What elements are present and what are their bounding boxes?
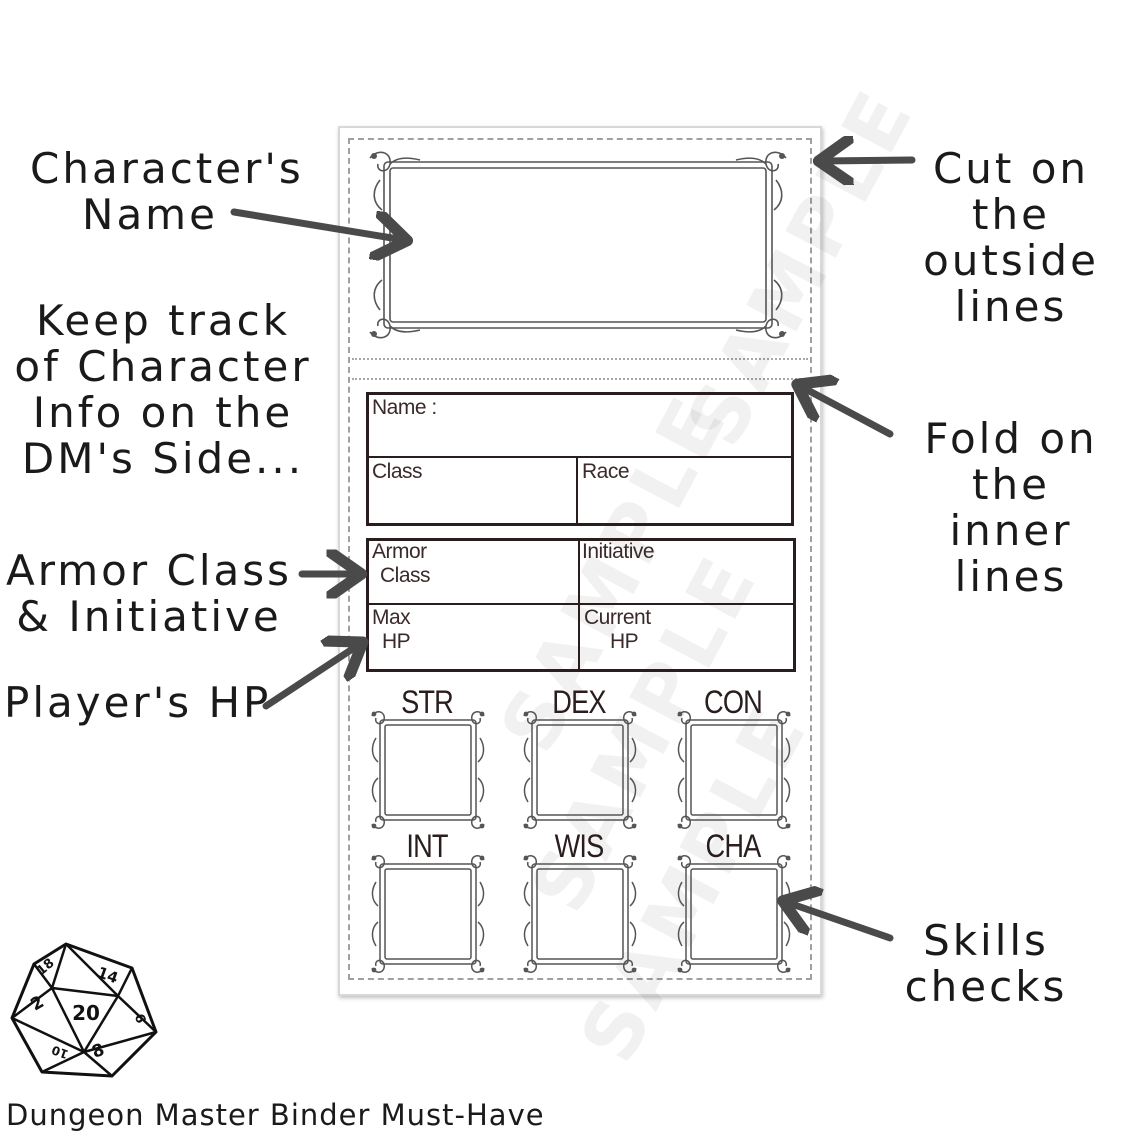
armor-class-line: Class bbox=[380, 564, 431, 587]
callout-line: checks bbox=[904, 962, 1068, 1011]
stat-label-wis: WIS bbox=[554, 828, 605, 864]
current-hp-line: HP bbox=[610, 630, 639, 653]
combat-box bbox=[366, 538, 796, 672]
max-hp-line: HP bbox=[382, 630, 411, 653]
class-field-label: Class bbox=[372, 460, 423, 483]
identity-divider bbox=[368, 456, 792, 458]
max-hp-label: Max HP bbox=[372, 606, 411, 654]
current-hp-line: Current bbox=[584, 606, 651, 629]
callout-line: the bbox=[972, 460, 1050, 509]
callout-line: outside bbox=[923, 236, 1099, 285]
identity-divider bbox=[576, 457, 578, 524]
callout-line: Armor Class bbox=[6, 546, 292, 595]
callout-line: inner bbox=[949, 506, 1073, 555]
stat-box-con bbox=[677, 711, 791, 829]
callout-line: Name bbox=[82, 190, 218, 239]
callout-keep-track: Keep track of Character Info on the DM's… bbox=[8, 298, 318, 482]
callout-line: the bbox=[972, 190, 1050, 239]
stat-label-cha: CHA bbox=[705, 828, 762, 864]
callout-player-hp: Player's HP bbox=[4, 678, 272, 727]
callout-fold: Fold on the inner lines bbox=[916, 416, 1106, 600]
fold-line bbox=[352, 378, 808, 380]
identity-box bbox=[366, 392, 794, 526]
callout-skills: Skills checks bbox=[896, 918, 1076, 1010]
stat-label-int: INT bbox=[406, 828, 448, 864]
callout-line: lines bbox=[954, 282, 1068, 331]
arrow-skills bbox=[786, 902, 894, 942]
combat-divider bbox=[578, 540, 580, 670]
initiative-label: Initiative bbox=[582, 540, 655, 563]
callout-line: Fold on bbox=[924, 414, 1098, 463]
footer-tagline: Dungeon Master Binder Must-Have bbox=[6, 1098, 545, 1132]
callout-cut: Cut on the outside lines bbox=[916, 146, 1106, 330]
stat-box-int bbox=[371, 855, 485, 973]
arrow-character-name bbox=[230, 208, 404, 240]
race-field-label: Race bbox=[582, 460, 630, 483]
arrow-fold bbox=[800, 386, 894, 438]
callout-character-name: Character's Name bbox=[30, 144, 304, 239]
armor-class-line: Armor bbox=[372, 540, 427, 563]
stat-box-wis bbox=[523, 855, 637, 973]
stat-label-con: CON bbox=[704, 684, 763, 720]
callout-line: Skills bbox=[923, 916, 1049, 965]
combat-divider bbox=[368, 603, 794, 605]
stat-box-str bbox=[371, 711, 485, 829]
current-hp-label: Current HP bbox=[584, 606, 651, 654]
callout-line: Player's HP bbox=[4, 678, 272, 727]
stat-label-dex: DEX bbox=[552, 684, 606, 720]
callout-line: Keep track bbox=[35, 296, 291, 345]
callout-line: of Character bbox=[14, 342, 312, 391]
callout-line: Character's bbox=[30, 144, 304, 193]
arrow-cut bbox=[822, 160, 916, 161]
callout-line: Cut on bbox=[932, 144, 1090, 193]
arrow-hp bbox=[262, 644, 360, 710]
callout-line: lines bbox=[954, 552, 1068, 601]
d20-number: 10 bbox=[50, 1043, 70, 1062]
name-field-label: Name : bbox=[372, 396, 437, 419]
fold-line bbox=[352, 358, 808, 360]
callout-line: DM's Side... bbox=[21, 434, 305, 483]
callout-line: & Initiative bbox=[16, 592, 282, 641]
stat-box-dex bbox=[523, 711, 637, 829]
callout-armor-initiative: Armor Class & Initiative bbox=[4, 548, 294, 640]
d20-number: 20 bbox=[72, 1001, 100, 1025]
armor-class-label: Armor Class bbox=[372, 540, 431, 588]
d20-icon: 18 14 2 20 6 8 10 bbox=[10, 942, 158, 1078]
stat-label-str: STR bbox=[401, 684, 454, 720]
callout-line: Info on the bbox=[32, 388, 294, 437]
max-hp-line: Max bbox=[372, 606, 411, 629]
character-card: SAMPLE SAMPLE SAMPLE SAMPLE Name : Class… bbox=[338, 73, 933, 1076]
